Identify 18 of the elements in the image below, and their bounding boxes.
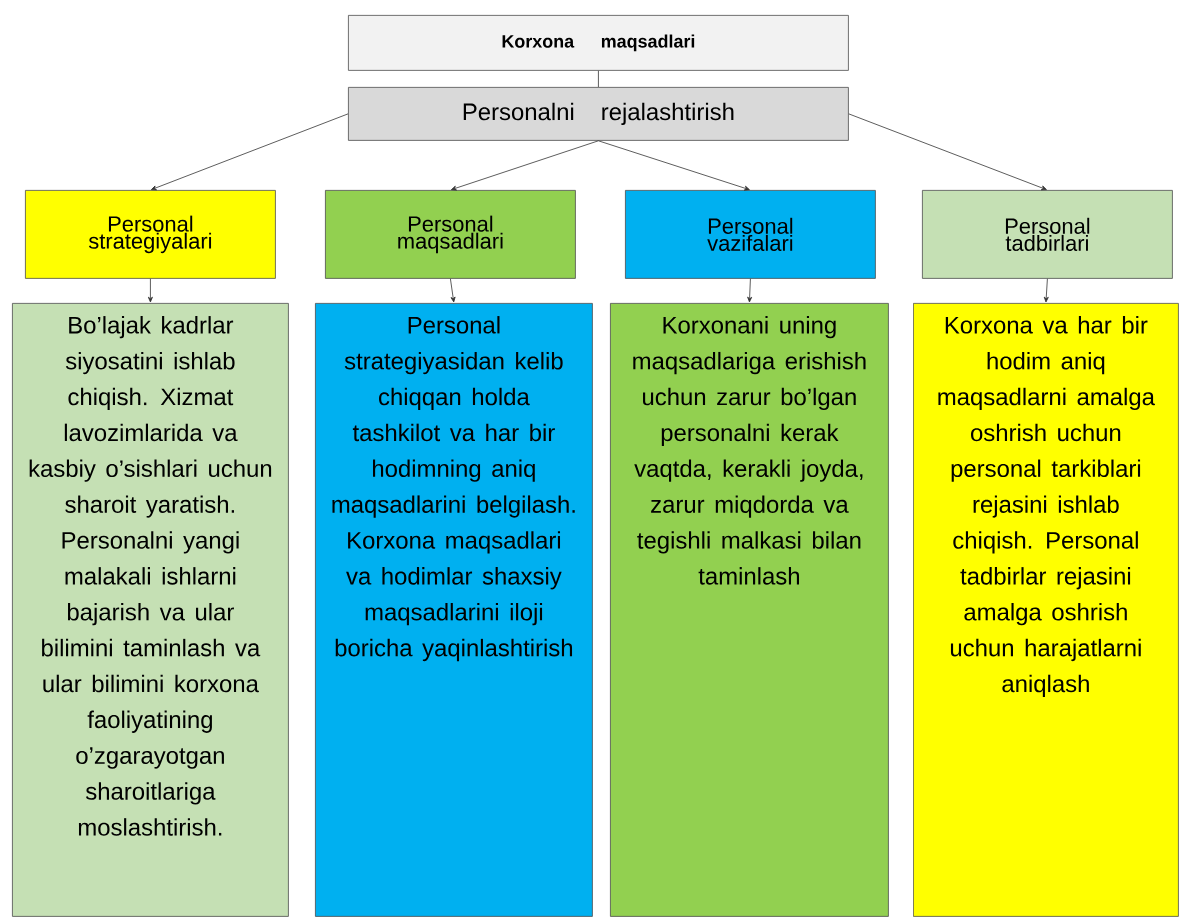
title-box: Korxona maqsadlari xyxy=(348,15,849,71)
description-box: Korxona va har bir hodim aniq maqsadlarni amalga oshrish uchun personal tarkiblari rejasini ishlab chiqish. Personal tadbirlar rejasini amalga oshrish uchun harajatlarni aniqlash xyxy=(913,303,1179,917)
arrow xyxy=(1043,278,1049,303)
category-box: Personal tadbirlari xyxy=(922,190,1173,279)
arrow xyxy=(150,113,349,191)
description-box: Bo’lajak kadrlar siyosatini ishlab chiqish. Xizmat lavozimlarida va kasbiy o’sishlari uchun sharoit yaratish. Personalni yangi malakali ishlarni bajarish va ular bilimini taminlash va ular bilimini korxona faoliyatining o’zgarayotgan sharoitlariga moslashtirish. xyxy=(12,303,289,917)
planning-box: Personalni rejalashtirish xyxy=(348,87,849,141)
arrow xyxy=(848,113,1047,191)
description-box: Personal strategiyasidan kelib chiqqan holda tashkilot va har bir hodimning aniq maqsadlarini belgilash. Korxona maqsadlari va hodimlar shaxsiy maqsadlarini iloji boricha yaqinlashtirish xyxy=(315,303,593,917)
category-box: Personal maqsadlari xyxy=(325,190,576,279)
arrow xyxy=(450,140,599,191)
arrow xyxy=(598,140,750,191)
arrow xyxy=(450,278,456,303)
arrow xyxy=(747,278,753,303)
category-box: Personal vazifalari xyxy=(625,190,876,279)
description-box: Korxonani uning maqsadlariga erishish uchun zarur bo’lgan personalni kerak vaqtda, kerakli joyda, zarur miqdorda va tegishli malkasi bilan taminlash xyxy=(610,303,889,917)
arrow xyxy=(147,278,153,303)
category-box: Personal strategiyalari xyxy=(25,190,276,279)
